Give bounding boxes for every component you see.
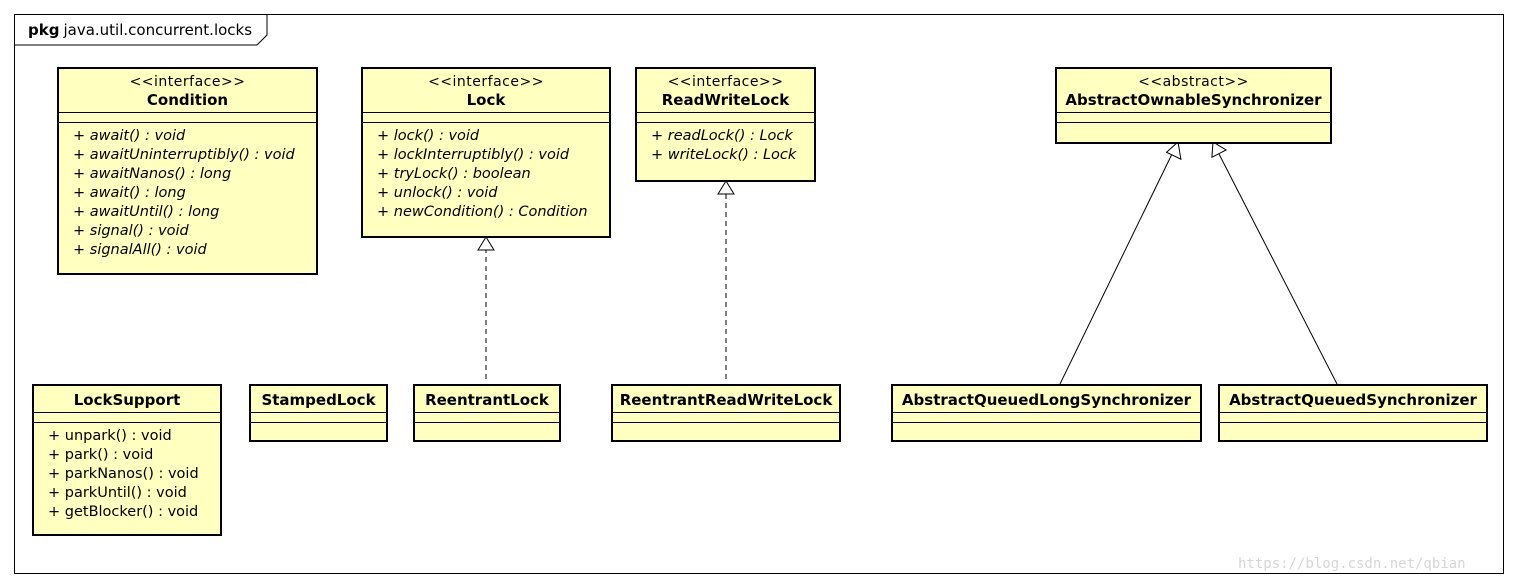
operation: + unpark() : void: [48, 428, 172, 444]
class-condition: <<interface>> Condition + await() : void…: [57, 67, 318, 275]
class-header: <<interface>> Condition: [59, 69, 316, 113]
attributes-compartment: [59, 113, 316, 123]
class-header: <<interface>> Lock: [363, 69, 609, 113]
operations-compartment: + readLock() : Lock + writeLock() : Lock: [637, 123, 814, 171]
stereotype-label: <<abstract>>: [1138, 74, 1249, 90]
attributes-compartment: [415, 413, 559, 423]
operations-compartment: + unpark() : void + park() : void + park…: [34, 423, 220, 528]
realization-reentrantlock-lock: [477, 236, 495, 379]
operation: + signalAll() : void: [73, 242, 207, 258]
class-header: LockSupport: [34, 386, 220, 413]
class-abstractqueuedsynchronizer: AbstractQueuedSynchronizer: [1218, 384, 1488, 442]
operations-compartment: [1220, 423, 1486, 433]
operations-compartment: [613, 423, 839, 433]
operation: + awaitUntil() : long: [73, 204, 220, 220]
operation: + await() : long: [73, 185, 186, 201]
operation: + newCondition() : Condition: [377, 204, 588, 220]
class-name: ReadWriteLock: [661, 91, 790, 109]
stereotype-label: <<interface>>: [129, 74, 246, 90]
package-keyword: pkg: [28, 21, 60, 39]
operation: + writeLock() : Lock: [651, 147, 797, 163]
attributes-compartment: [637, 113, 814, 123]
operation: + lock() : void: [377, 128, 480, 144]
class-header: AbstractQueuedSynchronizer: [1220, 386, 1486, 413]
class-name: StampedLock: [261, 391, 376, 409]
class-locksupport: LockSupport + unpark() : void + park() :…: [32, 384, 222, 536]
operation: + unlock() : void: [377, 185, 498, 201]
operations-compartment: + lock() : void + lockInterruptibly() : …: [363, 123, 609, 228]
operations-compartment: [251, 423, 386, 433]
operation: + getBlocker() : void: [48, 504, 199, 520]
class-abstractownablesynchronizer: <<abstract>> AbstractOwnableSynchronizer: [1055, 67, 1332, 144]
operations-compartment: [1057, 123, 1330, 133]
class-reentrantlock: ReentrantLock: [413, 384, 561, 442]
class-header: ReentrantReadWriteLock: [613, 386, 839, 413]
operation: + signal() : void: [73, 223, 189, 239]
operation: + awaitUninterruptibly() : void: [73, 147, 295, 163]
operation: + awaitNanos() : long: [73, 166, 232, 182]
class-name: ReentrantLock: [425, 391, 549, 409]
class-name: Lock: [466, 91, 506, 109]
attributes-compartment: [34, 413, 220, 423]
class-abstractqueuedlongsynchronizer: AbstractQueuedLongSynchronizer: [891, 384, 1202, 442]
attributes-compartment: [251, 413, 386, 423]
operation: + park() : void: [48, 447, 154, 463]
class-header: <<abstract>> AbstractOwnableSynchronizer: [1057, 69, 1330, 113]
operations-compartment: [893, 423, 1200, 433]
class-lock: <<interface>> Lock + lock() : void + loc…: [361, 67, 611, 238]
package-tab-outline: [15, 15, 268, 46]
class-name: AbstractOwnableSynchronizer: [1065, 91, 1322, 109]
stereotype-label: <<interface>>: [428, 74, 544, 90]
operation: + parkNanos() : void: [48, 466, 199, 482]
generalization-aqs-aos: [1211, 141, 1338, 385]
attributes-compartment: [1220, 413, 1486, 423]
class-reentrantreadwritelock: ReentrantReadWriteLock: [611, 384, 841, 442]
class-stampedlock: StampedLock: [249, 384, 388, 442]
operation: + parkUntil() : void: [48, 485, 187, 501]
class-name: ReentrantReadWriteLock: [619, 391, 833, 409]
class-readwritelock: <<interface>> ReadWriteLock + readLock()…: [635, 67, 816, 182]
class-name: AbstractQueuedLongSynchronizer: [901, 391, 1192, 409]
operation: + lockInterruptibly() : void: [377, 147, 570, 163]
class-name: LockSupport: [73, 391, 181, 409]
operation: + tryLock() : boolean: [377, 166, 531, 182]
class-name: Condition: [146, 91, 229, 109]
attributes-compartment: [613, 413, 839, 423]
realization-reentrantrwlock-readwritelock: [717, 180, 735, 379]
attributes-compartment: [1057, 113, 1330, 123]
operations-compartment: [415, 423, 559, 433]
operations-compartment: + await() : void + awaitUninterruptibly(…: [59, 123, 316, 266]
class-name: AbstractQueuedSynchronizer: [1229, 391, 1477, 409]
watermark: https://blog.csdn.net/qbian: [1238, 556, 1466, 572]
operation: + await() : void: [73, 128, 186, 144]
package-name: java.util.concurrent.locks: [63, 21, 253, 39]
attributes-compartment: [893, 413, 1200, 423]
class-header: StampedLock: [251, 386, 386, 413]
class-header: ReentrantLock: [415, 386, 559, 413]
class-header: AbstractQueuedLongSynchronizer: [893, 386, 1200, 413]
attributes-compartment: [363, 113, 609, 123]
class-header: <<interface>> ReadWriteLock: [637, 69, 814, 113]
stereotype-label: <<interface>>: [667, 74, 784, 90]
generalization-aqls-aos: [1059, 141, 1182, 385]
operation: + readLock() : Lock: [651, 128, 793, 144]
